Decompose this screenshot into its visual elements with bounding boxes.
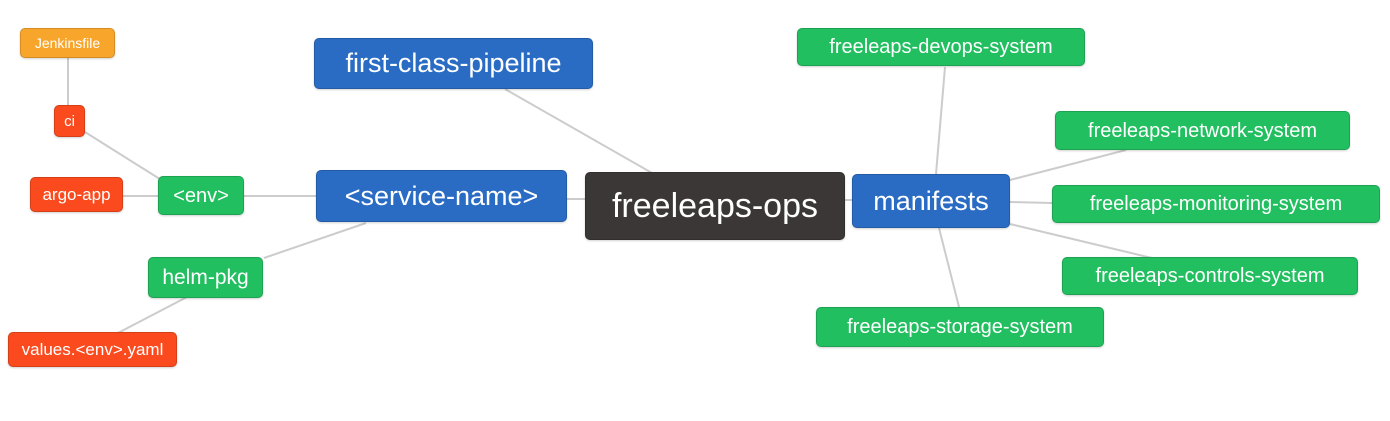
node-jenkinsfile[interactable]: Jenkinsfile bbox=[20, 28, 115, 58]
node-values-env-yaml[interactable]: values.<env>.yaml bbox=[8, 332, 177, 367]
node-service-name[interactable]: <service-name> bbox=[316, 170, 567, 222]
node-helm-pkg[interactable]: helm-pkg bbox=[148, 257, 263, 298]
edge-ci-to-env bbox=[84, 131, 164, 182]
node-env[interactable]: <env> bbox=[158, 176, 244, 215]
edge-helm-pkg-to-service-name bbox=[263, 222, 367, 259]
node-freeleaps-devops-system[interactable]: freeleaps-devops-system bbox=[797, 28, 1085, 66]
edge-first-class-pipeline-to-freeleaps-ops bbox=[504, 88, 653, 174]
node-manifests[interactable]: manifests bbox=[852, 174, 1010, 228]
node-freeleaps-monitoring-system[interactable]: freeleaps-monitoring-system bbox=[1052, 185, 1380, 223]
node-argo-app[interactable]: argo-app bbox=[30, 177, 123, 212]
node-freeleaps-network-system[interactable]: freeleaps-network-system bbox=[1055, 111, 1350, 150]
node-freeleaps-storage-system[interactable]: freeleaps-storage-system bbox=[816, 307, 1104, 347]
node-first-class-pipeline[interactable]: first-class-pipeline bbox=[314, 38, 593, 89]
edge-values-env-yaml-to-helm-pkg bbox=[117, 296, 188, 334]
node-freeleaps-ops[interactable]: freeleaps-ops bbox=[585, 172, 845, 240]
edge-manifests-to-freeleaps-storage-system bbox=[938, 227, 960, 308]
node-ci[interactable]: ci bbox=[54, 105, 85, 137]
edge-manifests-to-freeleaps-monitoring-system bbox=[1009, 201, 1053, 204]
edge-manifests-to-freeleaps-controls-system bbox=[1009, 223, 1153, 259]
node-freeleaps-controls-system[interactable]: freeleaps-controls-system bbox=[1062, 257, 1358, 295]
edge-manifests-to-freeleaps-network-system bbox=[1009, 149, 1127, 181]
edge-manifests-to-freeleaps-devops-system bbox=[935, 66, 946, 175]
